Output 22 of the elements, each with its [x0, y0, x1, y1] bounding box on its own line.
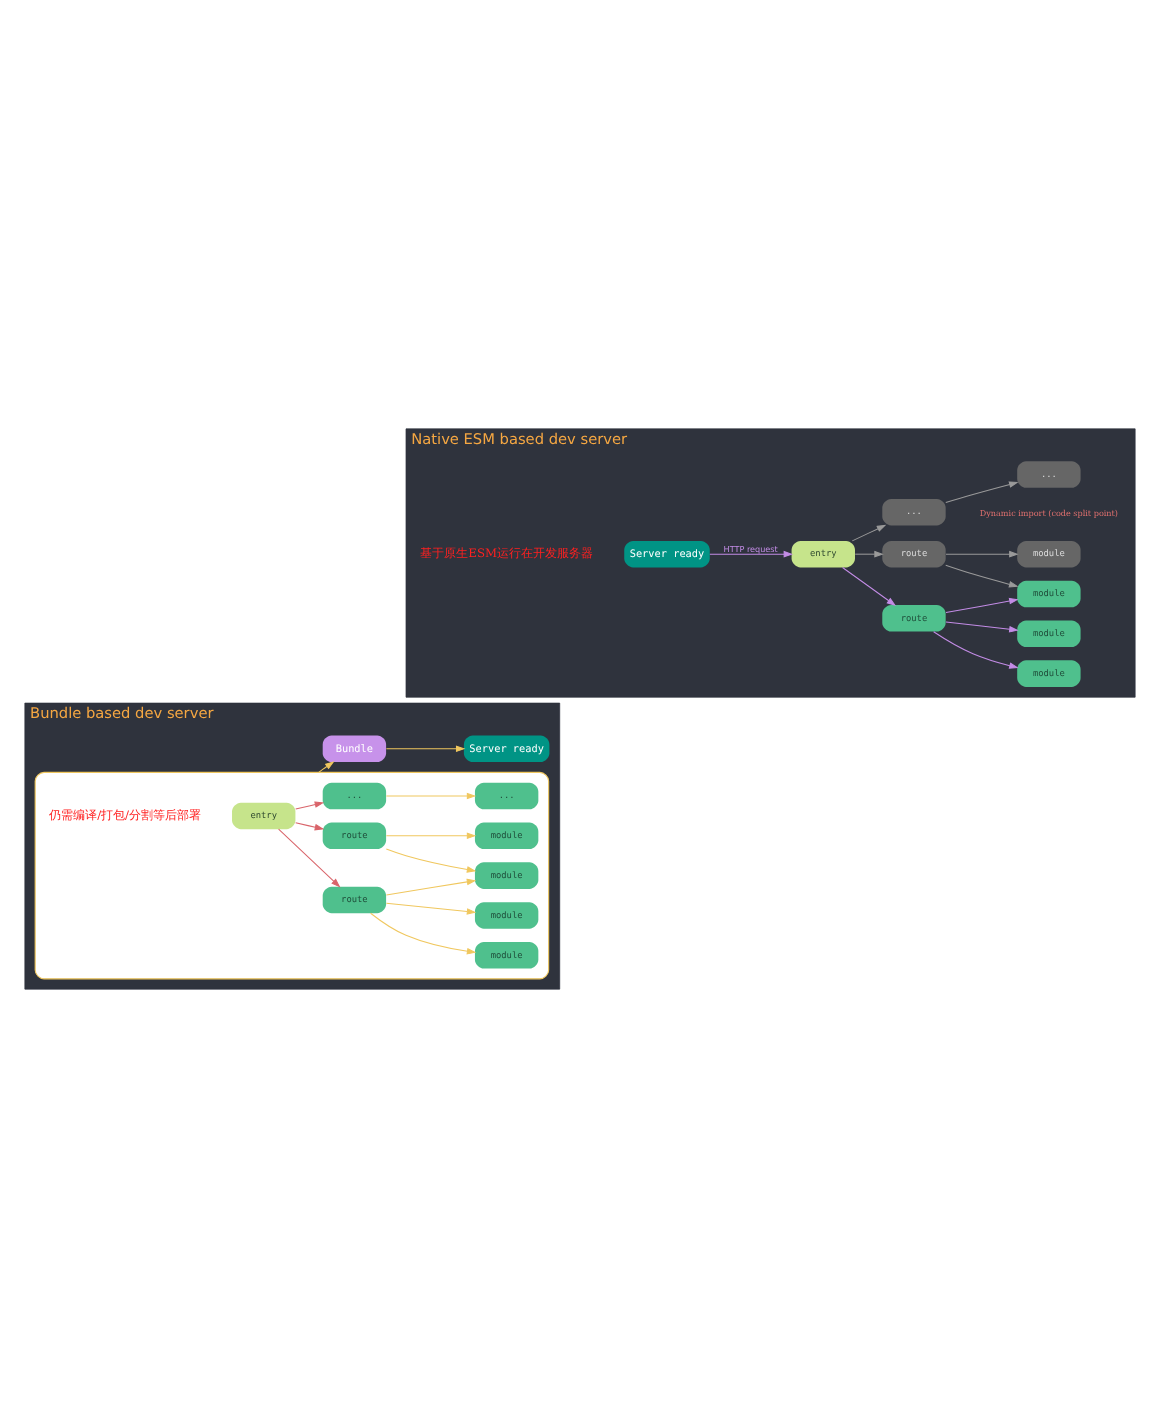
- arrow: [278, 828, 341, 888]
- arrow: [385, 832, 477, 840]
- arrow: [842, 566, 897, 606]
- arrow: [854, 550, 884, 558]
- arrow: [945, 597, 1019, 614]
- arrow: [851, 524, 887, 542]
- arrow: [933, 631, 1019, 669]
- arrow: [295, 801, 325, 810]
- arrow: [945, 621, 1019, 633]
- arrow: [385, 792, 477, 800]
- arrow: [945, 564, 1019, 588]
- arrow: [945, 550, 1019, 558]
- arrow: [370, 912, 477, 955]
- arrow: [318, 761, 335, 773]
- arrow: [945, 481, 1019, 503]
- arrow: [709, 550, 794, 558]
- cluster: [34, 771, 550, 980]
- arrow: [385, 902, 477, 915]
- arrow: [385, 745, 466, 753]
- arrow: [385, 878, 477, 896]
- arrow: [385, 848, 477, 873]
- arrow: [295, 822, 325, 831]
